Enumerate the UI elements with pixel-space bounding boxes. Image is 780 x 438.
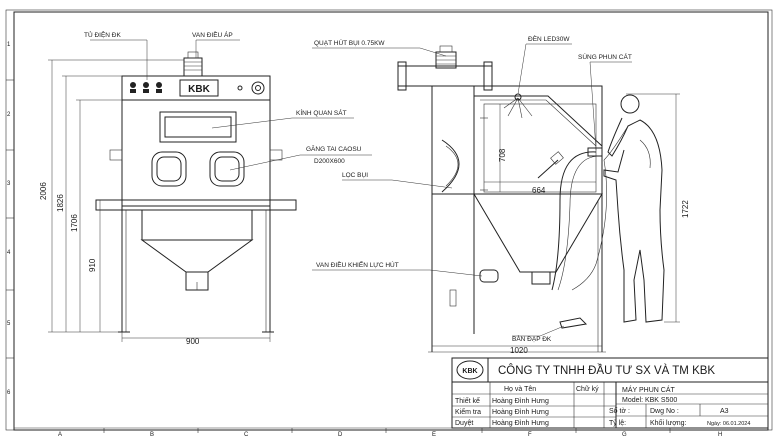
front-hopper	[140, 239, 254, 273]
col-label-a: A	[58, 432, 62, 438]
indicator-light-2	[143, 82, 149, 88]
label-viewing-glass: KÍNH QUAN SÁT	[296, 108, 347, 117]
pressure-regulator	[251, 81, 265, 95]
row-label-2: 2	[7, 112, 11, 118]
front-view: KBK TỦ ĐIỆN ĐK VAN ĐIỀU ÁP KÍNH QUAN SÁT…	[39, 29, 372, 346]
role-check: Kiểm tra	[455, 408, 481, 416]
paper-size: A3	[720, 408, 729, 415]
col-label-c: C	[244, 432, 249, 438]
title-block: KBK CÔNG TY TNHH ĐẦU TƯ SX VÀ TM KBK Họ …	[451, 357, 769, 429]
operator-figure	[603, 94, 665, 323]
role-approve: Duyệt	[455, 420, 473, 427]
label-control-box: TỦ ĐIỆN ĐK	[84, 30, 122, 39]
col-label-e: E	[432, 432, 436, 438]
name-check: Hoàng Đình Hưng	[492, 409, 549, 416]
row-label-5: 5	[7, 321, 11, 327]
exhaust-duct	[397, 65, 493, 87]
dim-664: 664	[532, 186, 546, 195]
drawing-frame: A B C D E F G H 1 2 3 4 5 6	[5, 9, 773, 438]
dim-1722: 1722	[681, 200, 690, 218]
front-motor	[183, 57, 203, 77]
label-suction-valve: VAN ĐIỀU KHIỂN LỰC HÚT	[316, 259, 399, 269]
scale-label: Tỷ lệ:	[609, 420, 626, 427]
row-label-6: 6	[7, 390, 11, 396]
role-design: Thiết kế	[455, 396, 480, 405]
drawing-date: Ngày: 06.01.2024	[707, 421, 750, 427]
label-pressure-valve: VAN ĐIỀU ÁP	[192, 29, 233, 39]
front-cabinet	[121, 99, 271, 207]
label-fan: QUẠT HÚT BỤI 0.75KW	[314, 38, 385, 47]
blast-hose	[551, 151, 597, 291]
weight-label: Khối lượng:	[650, 418, 687, 427]
dim-1020: 1020	[510, 346, 528, 355]
glove-port-left	[151, 151, 187, 187]
sheet-label: Số tờ :	[609, 406, 630, 415]
side-view: QUẠT HÚT BỤI 0.75KW ĐÈN LED30W SÚNG PHUN…	[312, 34, 690, 355]
col-label-h: H	[718, 432, 722, 438]
glove-port-right	[209, 151, 245, 187]
company-name: CÔNG TY TNHH ĐẦU TƯ SX VÀ TM KBK	[498, 364, 715, 377]
viewing-glass	[159, 111, 237, 143]
front-logo-text: KBK	[188, 84, 210, 95]
indicator-light-3	[156, 82, 162, 88]
side-cabinet	[431, 85, 603, 195]
front-base	[95, 199, 297, 211]
dim-900: 900	[186, 337, 200, 346]
dwg-label: Dwg No :	[650, 408, 679, 415]
foot-pedal	[559, 317, 588, 329]
blast-gun	[587, 147, 603, 157]
indicator-light-1	[130, 82, 136, 88]
name-approve: Hoàng Đình Hưng	[492, 420, 549, 427]
header-name: Họ và Tên	[504, 386, 536, 393]
header-signature: Chữ ký	[576, 386, 599, 393]
row-label-3: 3	[7, 181, 11, 187]
dim-2006: 2006	[39, 182, 48, 200]
row-label-4: 4	[7, 250, 11, 256]
col-label-d: D	[338, 432, 343, 438]
label-gun: SÚNG PHUN CÁT	[578, 52, 632, 61]
product-name: MÁY PHUN CÁT	[622, 385, 675, 394]
label-filter: LỌC BỤI	[342, 172, 368, 179]
name-design: Hoàng Đình Hưng	[492, 398, 549, 405]
side-hopper	[473, 193, 603, 273]
col-label-f: F	[528, 432, 532, 438]
label-gloves-size: D200X600	[314, 158, 345, 165]
product-model: Model: KBK S500	[622, 397, 677, 404]
dim-910: 910	[88, 258, 97, 272]
title-logo	[456, 360, 484, 380]
dim-1706: 1706	[70, 214, 79, 232]
row-label-1: 1	[7, 42, 11, 48]
front-hopper-top	[141, 209, 253, 241]
title-logo-text: KBK	[462, 368, 477, 375]
label-led: ĐÈN LED30W	[528, 34, 570, 43]
front-logo-box	[179, 79, 219, 97]
label-pedal: BÀN ĐẠP ĐK	[512, 334, 552, 343]
dim-708: 708	[498, 148, 507, 162]
dim-1826: 1826	[56, 194, 65, 212]
col-label-g: G	[622, 432, 627, 438]
dust-filter	[441, 139, 460, 193]
label-gloves: GĂNG TAI CAOSU	[306, 144, 362, 153]
suction-control-valve	[479, 269, 499, 283]
col-label-b: B	[150, 432, 154, 438]
